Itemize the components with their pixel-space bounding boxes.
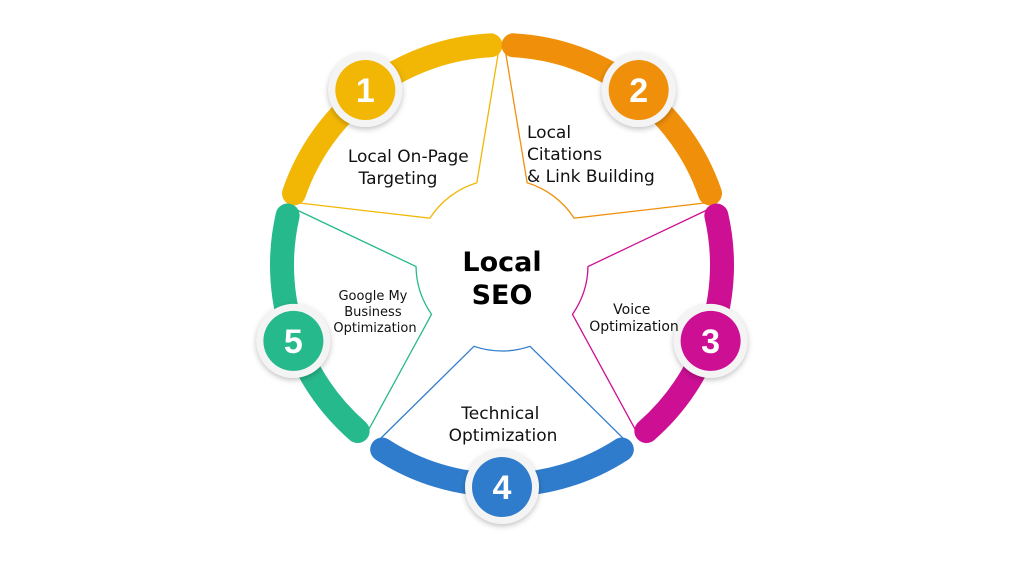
segment-2-outline	[505, 52, 705, 219]
segment-5-label-line: Business	[344, 305, 402, 320]
segment-3-number: 3	[701, 323, 720, 361]
segment-2-label-line: & Link Building	[527, 167, 655, 187]
segment-1-number-badge: 1	[328, 53, 403, 128]
segment-2-number: 2	[629, 72, 648, 110]
segment-1-label-line: Local On-Page	[348, 147, 469, 167]
segment-3-number-badge: 3	[673, 303, 748, 378]
segment-3-label-line: Voice	[613, 302, 650, 318]
segment-4-number-badge: 4	[465, 450, 539, 524]
segment-2-label-line: Citations	[527, 145, 602, 165]
segment-3-outline	[571, 209, 708, 431]
segment-4-label-line: Technical	[460, 404, 539, 424]
segment-5-outline	[296, 209, 433, 431]
segment-3-label-line: Optimization	[589, 319, 679, 335]
segment-2-number-badge: 2	[601, 53, 676, 128]
segment-1-label-line: Targeting	[358, 169, 438, 189]
segment-1-number: 1	[356, 72, 375, 110]
badge-fill	[680, 310, 741, 371]
segment-5-number: 5	[284, 323, 303, 361]
badge-fill	[608, 60, 669, 121]
center-title-line1: Local	[462, 247, 541, 278]
segment-5-number-badge: 5	[256, 303, 331, 378]
segment-1-outline	[299, 52, 499, 219]
center-title-line2: SEO	[472, 280, 533, 311]
segment-5-label-line: Optimization	[333, 321, 416, 336]
badge-fill	[335, 60, 396, 121]
segment-4-outline	[379, 345, 625, 440]
segment-1-label: Local On-Page Targeting	[348, 147, 474, 189]
segment-4-number: 4	[493, 469, 512, 507]
segment-4-label-line: Optimization	[449, 426, 558, 446]
badge-fill	[472, 457, 532, 517]
segment-5-label-line: Google My	[338, 289, 407, 304]
badge-fill	[263, 310, 324, 371]
segment-4-label: Technical Optimization	[449, 404, 558, 446]
segment-2-label: Local Citations & Link Building	[527, 123, 655, 187]
segment-5-label: Google My Business Optimization	[333, 289, 416, 336]
segment-3-label: Voice Optimization	[589, 302, 679, 335]
segment-2-label-line: Local	[527, 123, 571, 143]
